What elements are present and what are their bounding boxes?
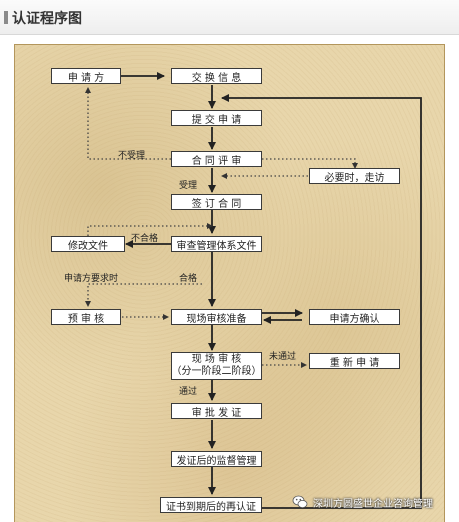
box-pre-audit: 预 审 核	[51, 309, 121, 325]
label-qualified: 合格	[179, 274, 198, 284]
box-applicant: 申 请 方	[51, 68, 121, 84]
onsite-audit-line2: （分一阶段二阶段）	[171, 366, 262, 377]
dotted-review-visit	[262, 158, 358, 169]
dotted-modify-return	[87, 223, 213, 236]
watermark: 深圳方圆盛世企业咨询管理	[292, 493, 433, 511]
box-approve-cert: 审 批 发 证	[171, 403, 262, 419]
box-modify-docs: 修改文件	[51, 236, 125, 252]
box-review-docs: 审查管理体系文件	[171, 236, 262, 252]
box-sign-contract: 签 订 合 同	[171, 194, 262, 210]
box-submit-application: 提 交 申 请	[171, 110, 262, 126]
wechat-icon	[292, 495, 308, 508]
watermark-text: 深圳方圆盛世企业咨询管理	[313, 498, 433, 510]
onsite-audit-line1: 现 场 审 核	[191, 354, 242, 365]
label-unqualified: 不合格	[131, 234, 159, 244]
page-header: 认证程序图	[0, 0, 459, 35]
box-exchange-info: 交 换 信 息	[171, 68, 262, 84]
label-passed: 通过	[179, 387, 198, 397]
box-visit-if-needed: 必要时，走访	[309, 168, 400, 184]
arrow-recert-loop	[221, 94, 422, 509]
label-not-accepted: 不受理	[118, 151, 146, 161]
box-post-cert-supervision: 发证后的监督管理	[171, 451, 262, 467]
header-marker	[4, 11, 8, 24]
label-not-passed: 未通过	[269, 352, 297, 362]
dotted-to-preaudit	[85, 283, 202, 307]
label-applicant-request: 申请方要求时	[64, 274, 119, 284]
box-applicant-confirm: 申请方确认	[309, 309, 400, 325]
label-accepted: 受理	[179, 181, 198, 191]
box-contract-review: 合 同 评 审	[171, 151, 262, 167]
box-reapply: 重 新 申 请	[309, 353, 400, 369]
page-title: 认证程序图	[12, 11, 82, 27]
box-onsite-audit: 现 场 审 核 （分一阶段二阶段）	[171, 352, 262, 380]
box-recert-on-expiry: 证书到期后的再认证	[160, 497, 262, 513]
box-onsite-prep: 现场审核准备	[171, 309, 262, 325]
